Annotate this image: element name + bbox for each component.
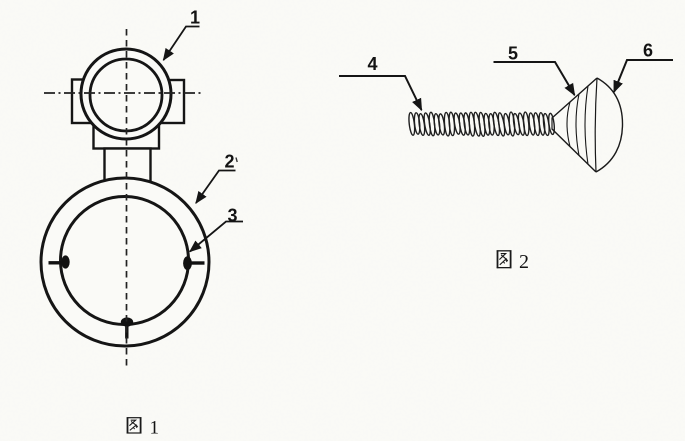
svg-text:5: 5: [508, 44, 518, 64]
svg-text:4: 4: [368, 54, 378, 74]
svg-text:3: 3: [228, 206, 238, 226]
svg-text:2: 2: [225, 152, 235, 172]
svg-text:2: 2: [519, 251, 529, 273]
svg-text:6: 6: [643, 41, 653, 61]
svg-text:1: 1: [150, 418, 160, 439]
svg-text:1: 1: [190, 8, 200, 28]
